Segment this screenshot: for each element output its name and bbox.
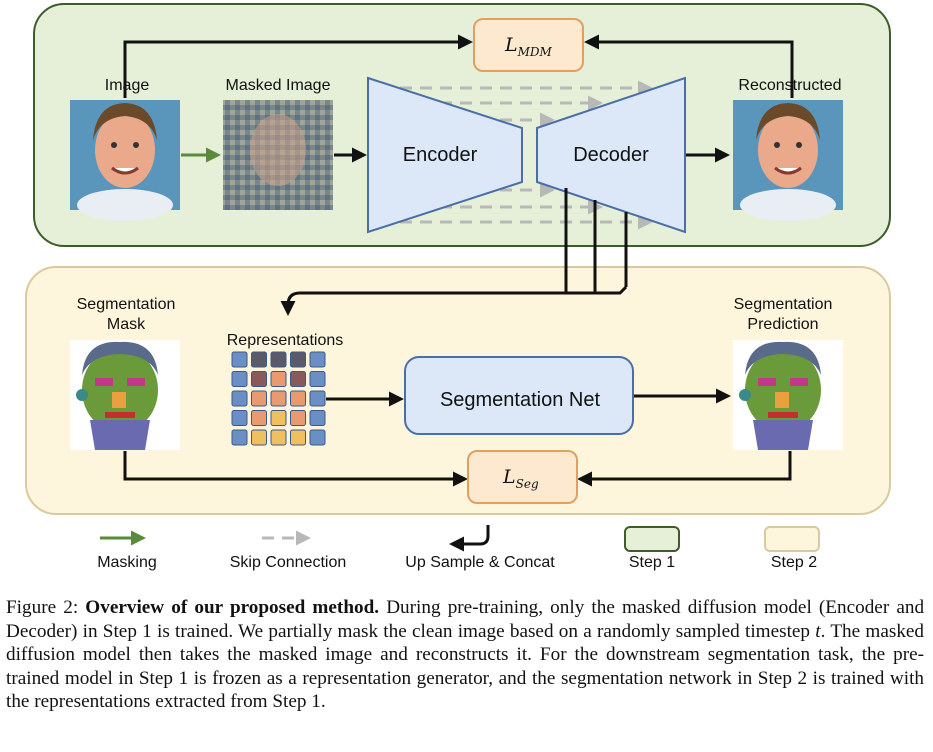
caption-line4: reconstructs it. For the downstream segm…: [6, 644, 925, 689]
method-diagram: Image Masked Image Encoder Decoder: [25, 3, 891, 571]
segmentation-net-label: Segmentation Net: [440, 389, 601, 411]
legend-upsample-arrow: [449, 525, 490, 552]
seg-pred-to-loss-arrow: [577, 451, 792, 487]
svg-text:LSeg: LSeg: [502, 466, 539, 491]
representations-label: Representations: [227, 332, 344, 349]
reconstructed-face-icon: [733, 100, 843, 221]
representation-cell: [290, 371, 306, 387]
representation-cell: [251, 410, 267, 426]
representation-cell: [270, 429, 287, 446]
mdm-loss-box: LMDM: [473, 18, 584, 72]
seg-loss-symbol: L: [502, 466, 516, 488]
seg-mask-label-line1: Segmentation: [77, 296, 176, 313]
svg-text:LMDM: LMDM: [504, 34, 553, 59]
legend-step2-swatch: [764, 526, 820, 552]
upsample-concat-lines: [280, 188, 628, 316]
representations-grid: [231, 351, 326, 446]
caption-line1: During pre-training, only the masked dif…: [386, 597, 757, 618]
legend-upsample-label: Up Sample & Concat: [405, 554, 555, 571]
representation-cell: [270, 371, 287, 387]
seg-loss-box: LSeg: [467, 450, 578, 504]
reconstructed-to-loss-arrow: [584, 34, 794, 98]
representation-cell: [309, 390, 326, 407]
reconstructed-label: Reconstructed: [738, 77, 841, 94]
seg-pred-label-line2: Prediction: [747, 316, 818, 333]
image-label: Image: [105, 77, 150, 94]
representation-cell: [290, 390, 306, 407]
caption-title: Overview of our proposed method.: [85, 597, 380, 618]
masked-face-icon: [223, 100, 333, 210]
segmentation-net-block: Segmentation Net: [404, 356, 634, 435]
representation-cell: [231, 351, 248, 368]
representation-cell: [290, 351, 306, 368]
caption-timestep-symbol: t: [815, 620, 821, 642]
image-to-loss-arrow: [123, 34, 473, 98]
caption-line3-before: a randomly sampled timestep: [583, 620, 811, 642]
seg-pred-label-line1: Segmentation: [734, 296, 833, 313]
representation-cell: [270, 351, 287, 368]
caption-line2: model (Encoder and Decoder) in Step 1 is…: [6, 597, 925, 642]
representation-cell: [290, 429, 306, 446]
seg-mask-to-loss-arrow: [123, 451, 468, 487]
representation-cell: [309, 410, 326, 426]
decoder-block: Decoder: [536, 76, 686, 234]
legend-step1-swatch: [624, 526, 680, 552]
representation-cell: [309, 371, 326, 387]
representation-cell: [231, 390, 248, 407]
representation-cell: [251, 429, 267, 446]
seg-mask-label-line2: Mask: [107, 316, 146, 333]
representation-cell: [309, 429, 326, 446]
caption-figure-number: Figure 2:: [6, 597, 79, 618]
seg-loss-subscript: Seg: [516, 477, 539, 491]
representation-cell: [251, 351, 267, 368]
mdm-loss-symbol: L: [504, 34, 518, 56]
legend-skip-label: Skip Connection: [230, 554, 347, 571]
segmentation-prediction-icon: [733, 340, 843, 450]
legend-step1-label: Step 1: [629, 554, 675, 571]
legend: Masking Skip Connection Up Sample & Conc…: [97, 525, 820, 571]
legend-masking-label: Masking: [97, 554, 157, 571]
representation-cell: [290, 410, 306, 426]
caption-line5: representation generator, and the segmen…: [6, 667, 924, 713]
caption-line3-after: . The masked diffusion model then takes …: [6, 620, 925, 666]
encoder-block: Encoder: [367, 76, 523, 234]
representation-cell: [231, 410, 248, 426]
legend-step2-label: Step 2: [771, 554, 817, 571]
representation-cell: [270, 390, 287, 407]
representation-cell: [270, 410, 287, 426]
face-photo-icon: [70, 100, 180, 221]
encoder-label: Encoder: [403, 144, 478, 166]
representation-cell: [231, 429, 248, 446]
caption-line6: extracted from Step 1.: [155, 691, 326, 712]
segmentation-mask-icon: [70, 340, 180, 450]
masked-image-label: Masked Image: [226, 77, 331, 94]
representation-cell: [251, 390, 267, 407]
decoder-label: Decoder: [573, 144, 649, 166]
figure-caption: Figure 2: Overview of our proposed metho…: [6, 596, 924, 714]
representation-cell: [231, 371, 248, 387]
representation-cell: [309, 351, 326, 368]
representation-cell: [251, 371, 267, 387]
mdm-loss-subscript: MDM: [517, 45, 553, 59]
